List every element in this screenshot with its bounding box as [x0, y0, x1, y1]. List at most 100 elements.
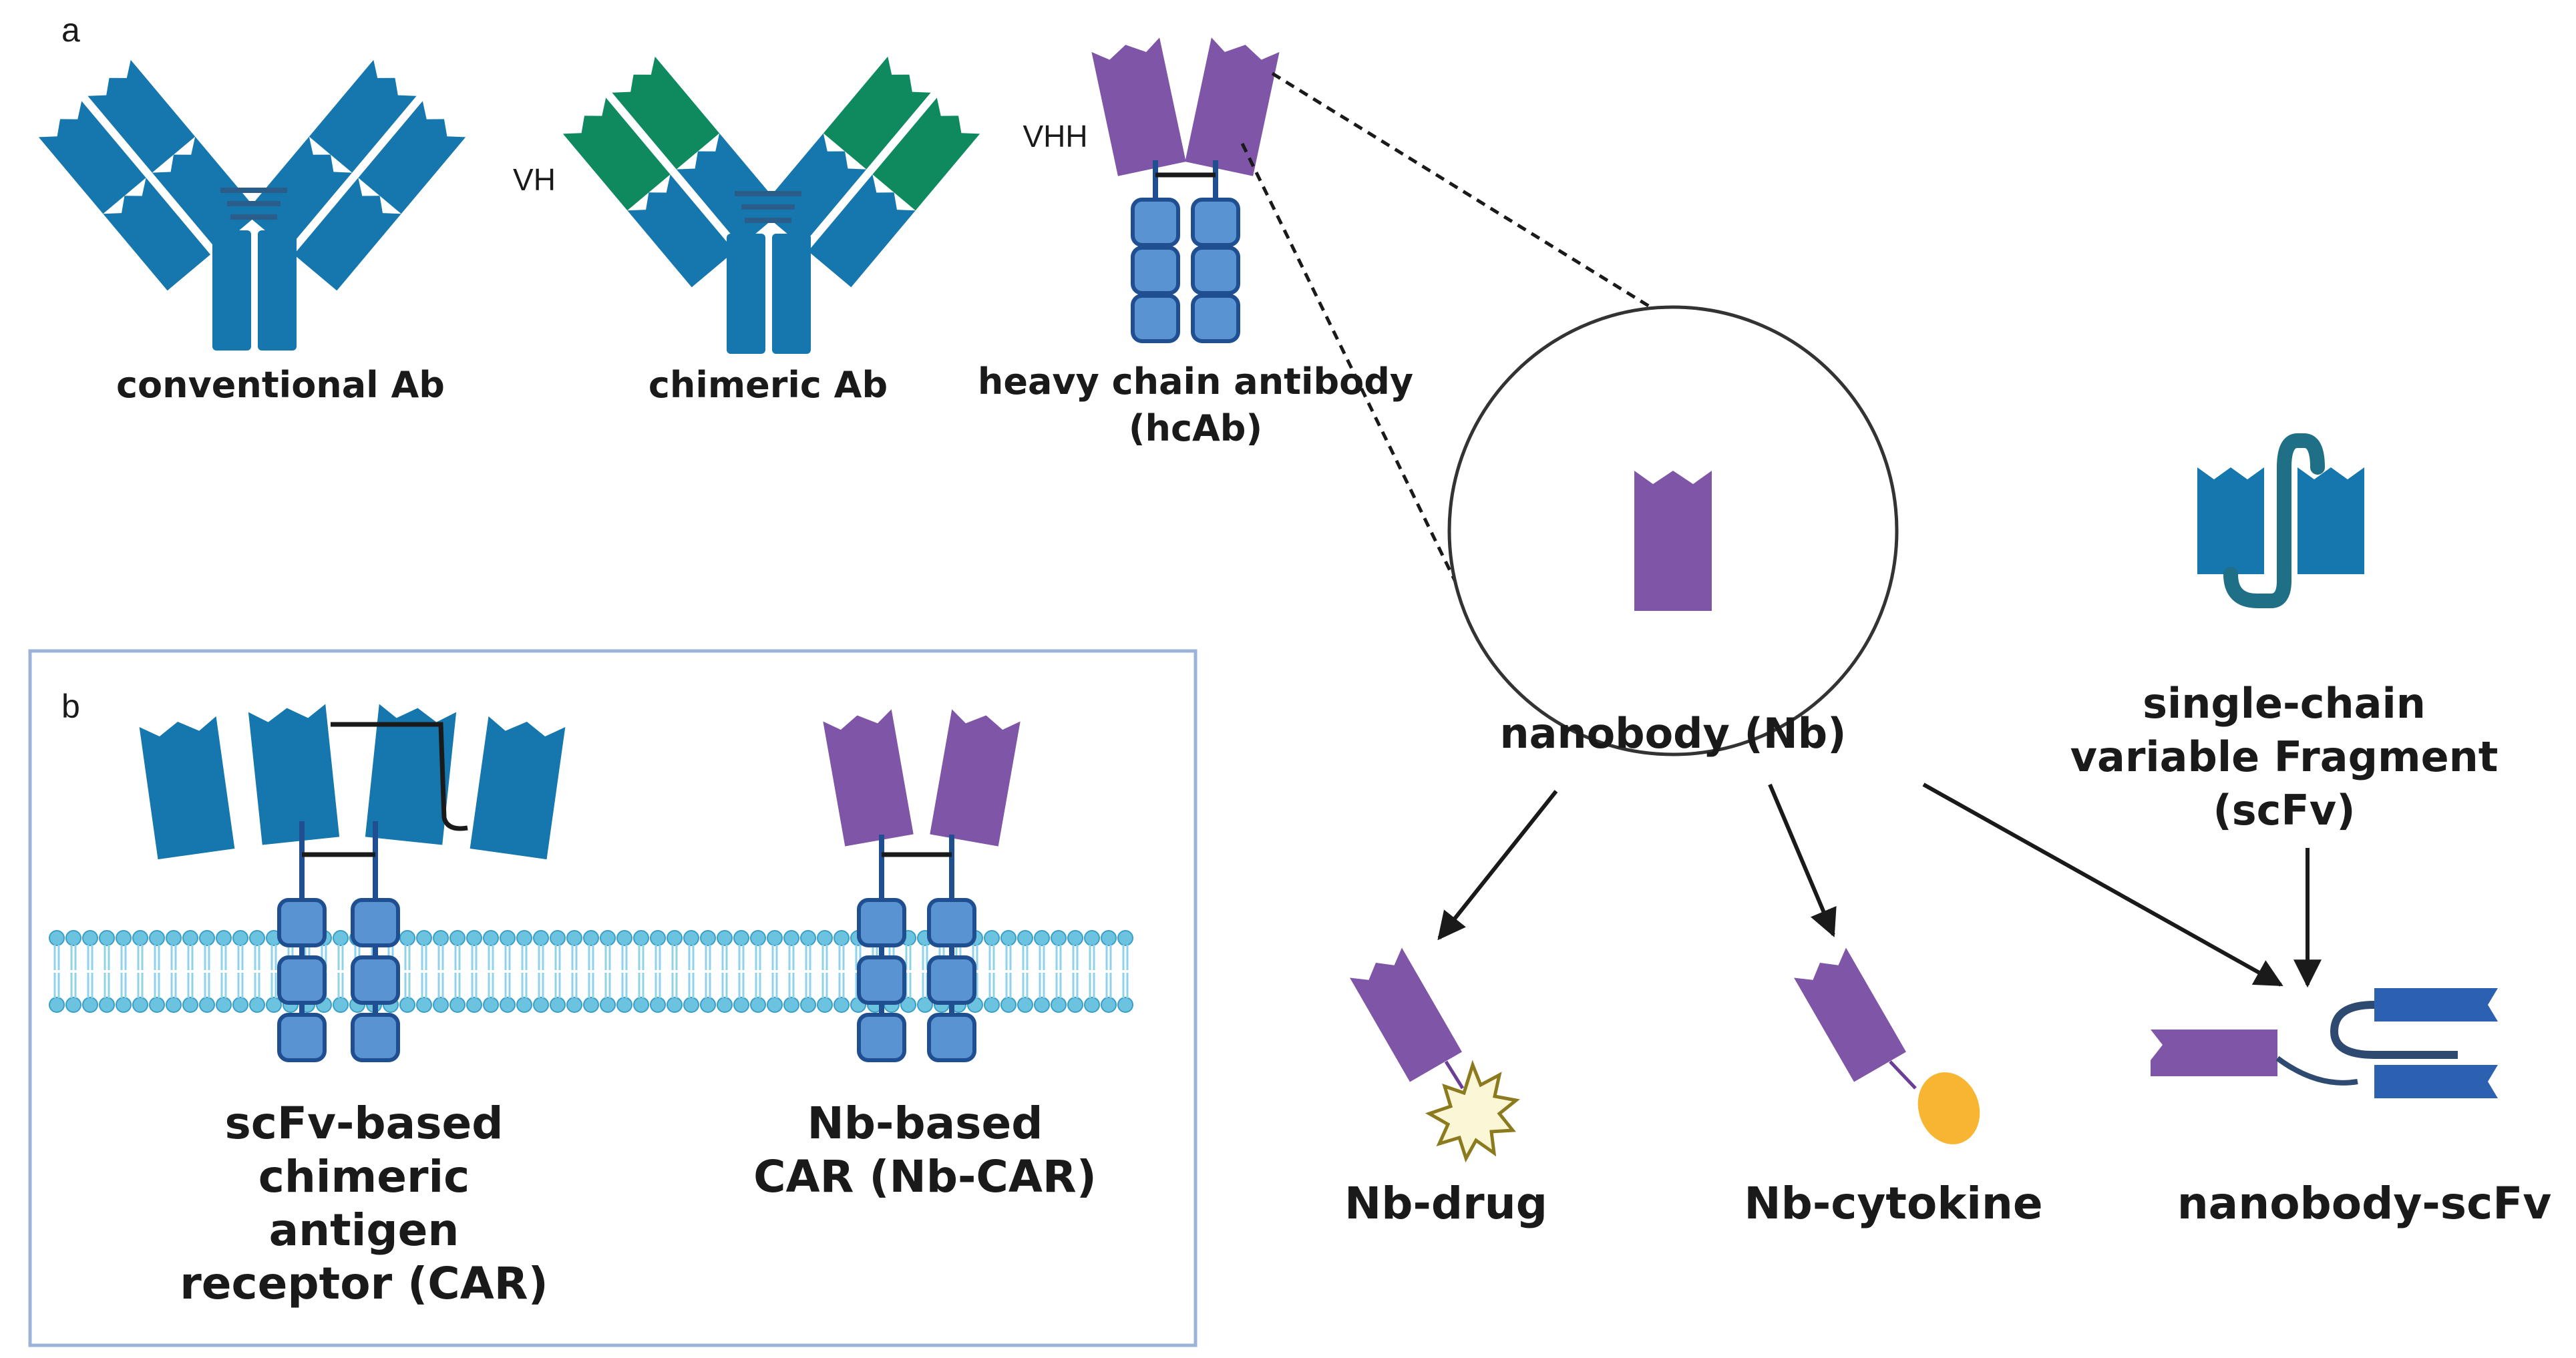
zoom-line-bottom [1240, 142, 1481, 632]
membrane-lipid [799, 929, 817, 971]
membrane-lipid [449, 971, 466, 1013]
membrane-lipid [683, 971, 700, 1013]
membrane-lipid [833, 929, 850, 971]
cytokine-icon [1917, 1072, 1980, 1144]
membrane-lipid [816, 929, 834, 971]
nanobody-scfv-label: nanobody-scFv [2177, 1178, 2552, 1229]
scfv-car-label-line2: chimeric [258, 1151, 470, 1202]
chimeric-ab-label: chimeric Ab [649, 364, 888, 406]
membrane-lipid [599, 971, 616, 1013]
membrane-lipid [532, 929, 550, 971]
membrane-lipid [516, 971, 533, 1013]
membrane-lipid [516, 929, 533, 971]
membrane-lipid [749, 929, 767, 971]
membrane-lipid [716, 971, 733, 1013]
scfv-car-label-line3: antigen [269, 1204, 459, 1256]
membrane-lipid [582, 929, 600, 971]
membrane-lipid [566, 971, 583, 1013]
membrane-lipid [48, 971, 65, 1013]
membrane-lipid [232, 929, 249, 971]
membrane-lipid [1050, 929, 1067, 971]
nb-car-icon [823, 709, 1021, 1060]
membrane-lipid [182, 929, 199, 971]
membrane-lipid [699, 929, 717, 971]
membrane-lipid [733, 971, 750, 1013]
membrane-lipid [549, 929, 566, 971]
membrane-lipid [1100, 971, 1117, 1013]
membrane-lipid [499, 971, 516, 1013]
scfv-car-icon [139, 704, 566, 1060]
scfv-label-line3: (scFv) [2213, 786, 2355, 835]
drug-star-icon [1425, 1060, 1520, 1163]
membrane-lipid [582, 971, 600, 1013]
membrane-lipid [1067, 971, 1084, 1013]
membrane-lipid [1083, 929, 1101, 971]
membrane-lipid [1017, 971, 1034, 1013]
membrane-lipid [1017, 929, 1034, 971]
membrane-lipid [332, 971, 349, 1013]
membrane-lipid [983, 929, 1000, 971]
scfv-label-line1: single-chain [2143, 679, 2426, 728]
nb-cytokine-icon [1794, 947, 1980, 1144]
membrane-lipid [1117, 971, 1134, 1013]
nanobody-scfv-icon [2151, 988, 2498, 1098]
membrane-lipid [799, 971, 817, 1013]
hcab-label-line1: heavy chain antibody [978, 361, 1413, 403]
panel-a-letter: a [61, 11, 80, 49]
membrane-lipid [215, 971, 232, 1013]
membrane-lipid [616, 929, 633, 971]
membrane-lipid [132, 971, 149, 1013]
membrane-lipid [198, 971, 216, 1013]
chimeric-ab-icon [562, 56, 980, 354]
scfv-icon [2197, 433, 2364, 608]
membrane-lipid [783, 971, 800, 1013]
membrane-lipid [666, 971, 683, 1013]
panel-b-frame [28, 649, 1198, 1347]
membrane-lipid [399, 971, 416, 1013]
membrane-lipid [115, 929, 132, 971]
membrane-lipid [1067, 929, 1084, 971]
membrane-lipid [649, 971, 667, 1013]
hcab-icon [1091, 37, 1280, 341]
membrane-lipid [1083, 971, 1101, 1013]
nb-car-label-line2: CAR (Nb-CAR) [753, 1151, 1097, 1202]
hcab-label-line2: (hcAb) [1129, 407, 1262, 449]
membrane-lipid [132, 929, 149, 971]
nb-drug-label: Nb-drug [1344, 1178, 1547, 1229]
membrane-lipid [48, 929, 65, 971]
membrane-lipid [649, 929, 667, 971]
membrane-lipid [482, 971, 500, 1013]
membrane-lipid [1000, 971, 1017, 1013]
membrane-lipid [248, 971, 266, 1013]
membrane-lipid [81, 971, 99, 1013]
membrane-lipid [198, 929, 216, 971]
membrane-lipid [182, 971, 199, 1013]
membrane-lipid [1033, 971, 1051, 1013]
membrane-lipid [399, 929, 416, 971]
membrane-lipid [766, 971, 783, 1013]
membrane-lipid [148, 929, 166, 971]
vh-label: VH [513, 162, 556, 197]
membrane-lipid [165, 929, 182, 971]
scfv-car-label-line1: scFv-based [225, 1098, 504, 1149]
membrane-lipid [1050, 971, 1067, 1013]
membrane-lipid [415, 971, 433, 1013]
membrane-lipid [215, 929, 232, 971]
membrane-lipid [716, 929, 733, 971]
arrow-to-nb-drug [1437, 790, 1558, 941]
membrane-lipid [783, 929, 800, 971]
membrane-lipid [65, 971, 82, 1013]
membrane-lipid [816, 971, 834, 1013]
membrane-lipid [499, 929, 516, 971]
membrane-lipid [232, 971, 249, 1013]
arrow-to-nb-cytokine [1768, 783, 1837, 937]
nb-cytokine-label: Nb-cytokine [1744, 1178, 2042, 1229]
conventional-ab-label: conventional Ab [116, 364, 445, 406]
membrane-lipid [482, 929, 500, 971]
arrow-to-nanobody-scfv [1922, 782, 2283, 987]
membrane-lipid [616, 971, 633, 1013]
panel-b-letter: b [61, 688, 80, 725]
membrane-lipid [1000, 929, 1017, 971]
membrane-lipid [248, 929, 266, 971]
